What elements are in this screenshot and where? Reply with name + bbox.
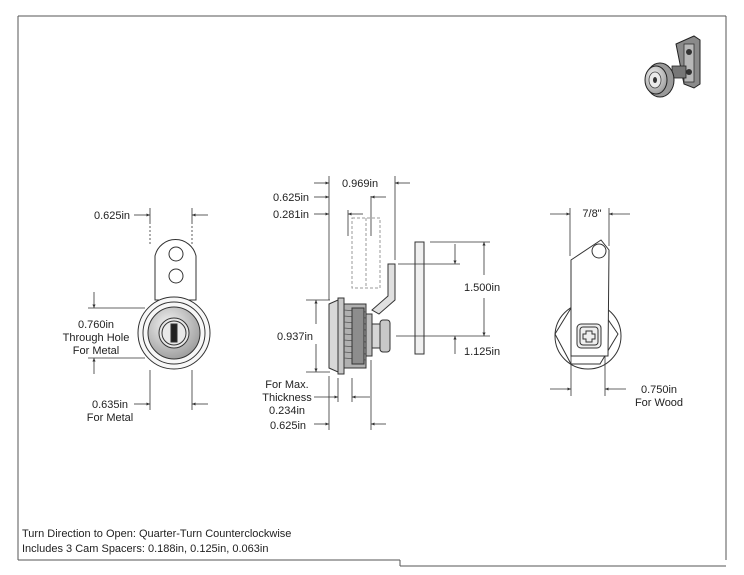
dim-cam-height: 1.500in — [464, 282, 500, 294]
dim-bottom-note: For Metal — [87, 412, 133, 424]
side-view-dimensions — [306, 176, 490, 430]
back-view-labels: 7/8" 0.750in For Wood — [582, 208, 683, 409]
dim-wood-note: For Wood — [635, 397, 683, 409]
dim-wood-value: 0.750in — [641, 384, 677, 396]
dim-thickness-label-1: For Max. — [265, 379, 308, 391]
side-view-labels: 0.969in 0.625in 0.281in 0.937in 1.500in … — [262, 178, 500, 432]
back-view-dimensions — [550, 208, 630, 396]
dim-side-height: 0.937in — [277, 331, 313, 343]
cam-lock-3d-icon — [644, 35, 701, 98]
note-cam-spacers: Includes 3 Cam Spacers: 0.188in, 0.125in… — [22, 543, 269, 555]
side-view — [328, 217, 425, 375]
front-view-labels: 0.625in 0.760in Through Hole For Metal 0… — [63, 210, 134, 424]
dim-bottom-value: 0.635in — [92, 399, 128, 411]
drawing-border — [17, 15, 727, 567]
dim-thickness-label-2: Thickness — [262, 392, 312, 404]
dim-through-hole-note: For Metal — [73, 345, 119, 357]
dim-thickness-value: 0.234in — [269, 405, 305, 417]
dim-side-b: 0.281in — [273, 209, 309, 221]
dim-back-width: 7/8" — [582, 208, 601, 220]
dim-through-hole-value: 0.760in — [78, 319, 114, 331]
dim-side-a: 0.625in — [273, 192, 309, 204]
dim-through-hole-label: Through Hole — [63, 332, 130, 344]
note-turn-direction: Turn Direction to Open: Quarter-Turn Cou… — [22, 528, 292, 540]
dim-front-width: 0.625in — [94, 210, 130, 222]
dim-side-overall: 0.969in — [342, 178, 378, 190]
front-view-dimensions — [88, 208, 208, 410]
dim-side-bottom: 0.625in — [270, 420, 306, 432]
back-view — [554, 239, 622, 370]
dim-cam-offset: 1.125in — [464, 346, 500, 358]
front-view — [137, 239, 211, 370]
